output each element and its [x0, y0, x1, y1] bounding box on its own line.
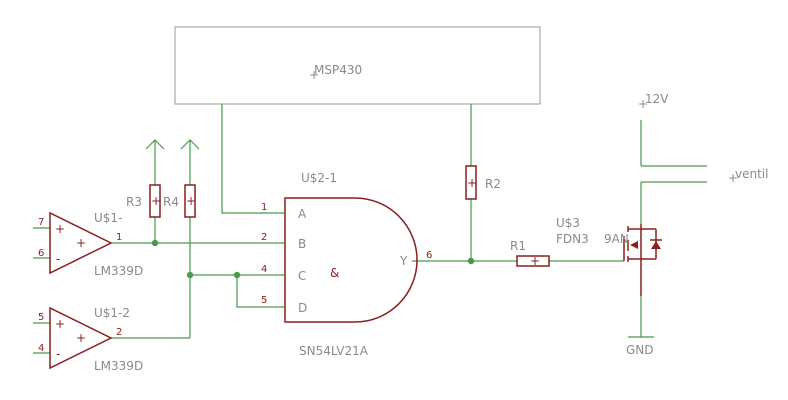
comparator-1-pin-neg: 6 [38, 248, 44, 259]
comparator-1-pin-out: 1 [116, 232, 122, 243]
resistor-r4-plus: + [186, 194, 196, 208]
and-gate-pin-2: 2 [261, 232, 267, 243]
resistor-r4-label: R4 [163, 195, 179, 209]
supply-12v-origin-mark: + [638, 97, 648, 111]
mcu-block[interactable]: + MSP430 [174, 26, 541, 105]
junction-r2 [467, 257, 475, 265]
comparator-1-name: U$1- [94, 211, 122, 225]
resistor-r1-plus: + [530, 254, 540, 268]
junction-cd [233, 271, 241, 279]
and-gate-part: SN54LV21A [299, 344, 369, 358]
mosfet-body-diode [651, 241, 661, 249]
and-gate-name: U$2-1 [301, 171, 337, 185]
resistor-r2-label: R2 [485, 177, 501, 191]
supply-12v-label: 12V [645, 92, 669, 106]
mosfet-part: FDN3 [556, 232, 589, 246]
and-gate-pin-4: 4 [261, 264, 267, 275]
comparator-1-plus: + [55, 222, 65, 236]
comparator-1-minus: - [56, 252, 60, 266]
comparator-2-inner-plus: + [76, 331, 86, 345]
ground-symbol: GND [626, 343, 654, 357]
and-gate-pin-y: Y [399, 254, 408, 268]
mosfet-part-suffix: 9AN [604, 232, 629, 246]
junction-r4 [186, 271, 194, 279]
resistor-r4[interactable]: + R4 [163, 184, 196, 218]
comparator-2-pin-out: 2 [116, 327, 122, 338]
mcu-origin-mark: + [309, 68, 319, 82]
supply-12v: + 12V [638, 92, 669, 111]
junction-r3 [151, 239, 159, 247]
comparator-2-part: LM339D [94, 359, 143, 373]
mcu-label: MSP430 [314, 63, 362, 77]
ground-label: GND [626, 343, 654, 357]
comparator-1[interactable]: + - + 7 6 1 U$1- LM339D [38, 211, 143, 278]
comparator-1-inner-plus: + [76, 236, 86, 250]
and-gate[interactable]: & U$2-1 SN54LV21A A B C D Y 1 2 4 5 6 [261, 171, 432, 358]
and-gate-pin-b: B [298, 237, 306, 251]
resistor-r1[interactable]: + R1 [510, 239, 550, 268]
wires [33, 104, 707, 354]
resistor-r2-plus: + [467, 176, 477, 190]
and-gate-symbol: & [330, 266, 339, 280]
and-gate-pin-a: A [298, 207, 307, 221]
valve-label: ventil [735, 167, 768, 181]
resistor-r3-plus: + [151, 194, 161, 208]
mosfet[interactable]: U$3 FDN3 9AN [556, 216, 662, 296]
comparator-2-plus: + [55, 317, 65, 331]
valve-connector: + ventil [728, 167, 768, 185]
and-gate-pin-6: 6 [426, 250, 432, 261]
junctions [151, 239, 475, 279]
mosfet-channel-arrow [630, 241, 638, 249]
comparator-2-pin-neg: 4 [38, 343, 44, 354]
resistor-r2[interactable]: + R2 [465, 165, 501, 200]
and-gate-pin-1: 1 [261, 202, 267, 213]
mosfet-name: U$3 [556, 216, 580, 230]
and-gate-pin-c: C [298, 269, 306, 283]
comparator-2-minus: - [56, 347, 60, 361]
comparator-2[interactable]: + - + 5 4 2 U$1-2 LM339D [38, 306, 143, 373]
resistor-r3[interactable]: + R3 [126, 184, 161, 218]
comparator-2-pin-pos: 5 [38, 312, 44, 323]
and-gate-pin-5: 5 [261, 295, 267, 306]
valve-origin-mark: + [728, 171, 738, 185]
comparator-1-pin-pos: 7 [38, 217, 44, 228]
comparator-1-part: LM339D [94, 264, 143, 278]
and-gate-pin-d: D [298, 301, 307, 315]
comparator-2-name: U$1-2 [94, 306, 130, 320]
resistor-r3-label: R3 [126, 195, 142, 209]
resistor-r1-label: R1 [510, 239, 526, 253]
